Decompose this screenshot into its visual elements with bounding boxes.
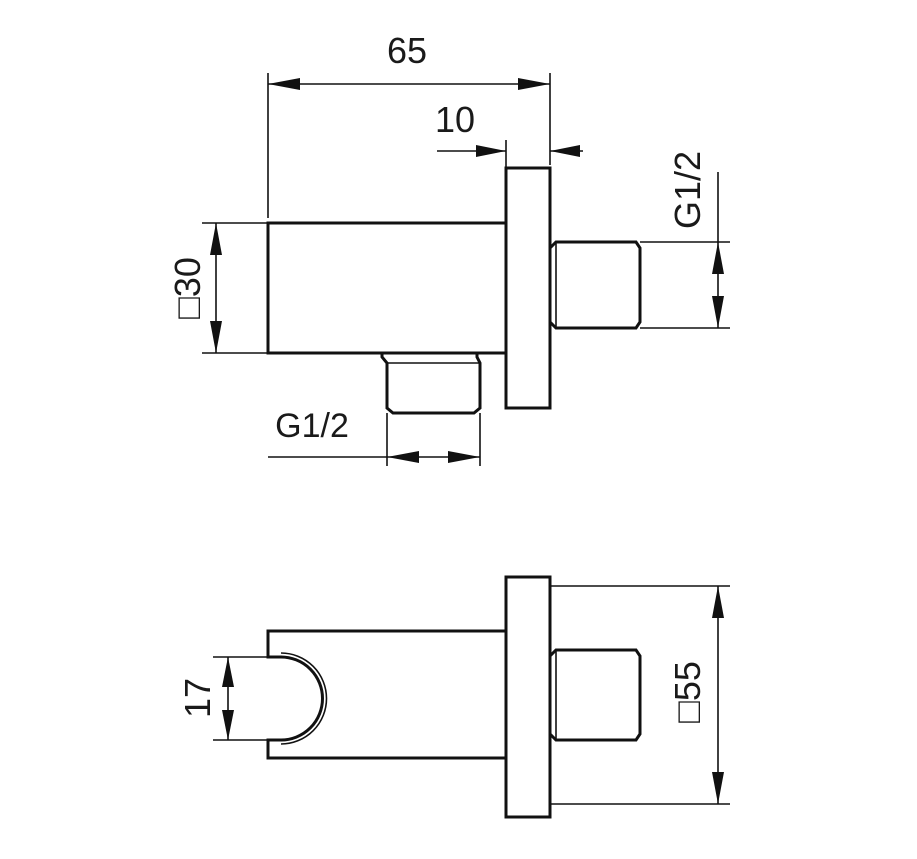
dimension-outlet-thread: G1/2 xyxy=(268,407,481,466)
outlet-connector xyxy=(380,353,482,415)
outlet-thread-label: G1/2 xyxy=(275,407,349,445)
holder-opening-dim-label: 17 xyxy=(177,678,218,718)
wall-flange xyxy=(504,166,552,410)
dimension-body-square: □30 xyxy=(167,222,268,354)
dimension-length: 65 xyxy=(267,30,551,218)
holder-inner-ring xyxy=(280,652,328,745)
bottom-view: 17 □55 xyxy=(177,575,730,819)
shower-holder-body xyxy=(266,629,506,760)
inlet-thread-label: G1/2 xyxy=(667,151,708,229)
flange-dim-label: 10 xyxy=(435,99,475,140)
inlet-connector xyxy=(548,240,642,330)
top-view: 65 10 □30 G1/2 xyxy=(167,30,730,466)
dimension-inlet-thread: G1/2 xyxy=(640,151,730,329)
wall-flange-front xyxy=(504,575,552,819)
dimension-holder-opening: 17 xyxy=(177,656,281,741)
length-dim-label: 65 xyxy=(387,30,427,71)
dimension-flange-square: □55 xyxy=(550,585,730,805)
body-block xyxy=(266,221,508,355)
flange-square-dim-label: □55 xyxy=(667,661,708,723)
body-square-dim-label: □30 xyxy=(167,257,208,319)
dimension-flange-thickness: 10 xyxy=(435,99,583,168)
inlet-connector-front xyxy=(548,648,642,742)
